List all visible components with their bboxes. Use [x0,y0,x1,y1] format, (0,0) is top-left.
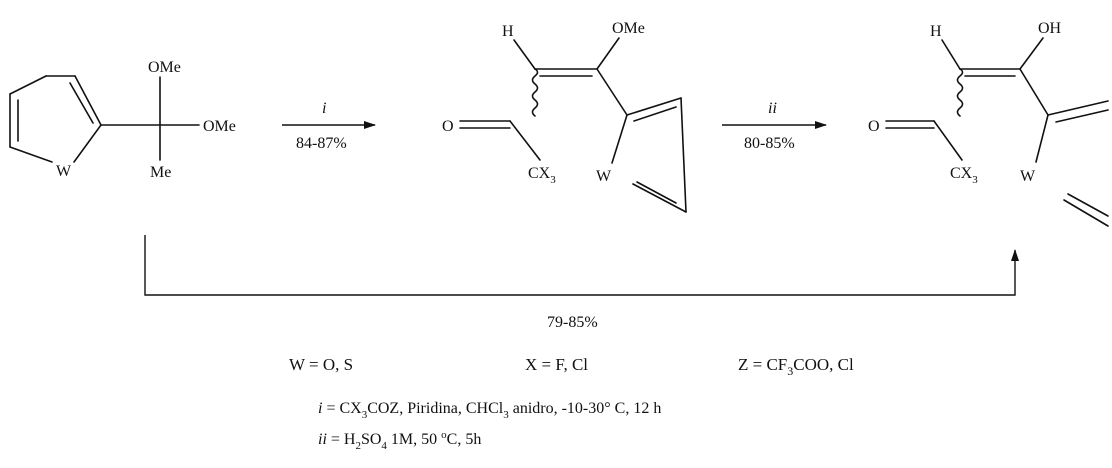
reactant-me-label: Me [150,164,171,181]
intermediate-h-label: H [502,23,514,40]
product-structure: H OH O CX3 W [868,20,1109,227]
intermediate-c-ome-bond [596,37,620,70]
condition-ii: ii = H2SO4 1M, 50 oC, 5h [318,429,481,452]
intermediate-cx3-label: CX3 [528,165,556,186]
reaction-arrow-step2: ii 80-85% [722,100,827,152]
product-c-ring-bond [1019,68,1049,116]
arrow-step1-yield: 84-87% [296,135,347,152]
product-h-bond [941,39,961,70]
reactant-ome-top-label: OMe [148,59,181,76]
intermediate-c-cx3-bond [509,120,541,161]
arrow-step2-yield: 80-85% [744,135,795,152]
reaction-arrow-step1: i 84-87% [282,100,376,152]
intermediate-wavy-bond [531,68,539,117]
intermediate-ome-label: OMe [612,20,645,37]
arrow-step2-label: ii [768,100,777,117]
direct-route-arrow: 79-85% [144,235,1019,331]
reactant-structure: W OMe OMe Me [9,59,236,181]
direct-route-yield: 79-85% [547,314,598,331]
arrow-step1-label: i [322,100,326,117]
reactant-ring-bonds [9,75,102,163]
condition-i: i = CX3COZ, Piridina, CHCl3 anidro, -10-… [318,400,661,421]
substituent-definitions: W = O, S X = F, Cl Z = CF3COO, Cl [289,355,854,378]
intermediate-structure: H OMe O CX3 W [442,20,687,213]
intermediate-h-bond [513,39,536,70]
product-ring-heteroatom: W [1020,168,1036,185]
intermediate-c-ring-bond [596,68,628,116]
direct-route-line [144,235,1019,296]
reaction-conditions: i = CX3COZ, Piridina, CHCl3 anidro, -10-… [318,400,661,452]
product-ring-bonds [1035,100,1109,227]
definition-w: W = O, S [289,355,353,374]
product-c-oh-bond [1019,37,1044,70]
definition-x: X = F, Cl [525,355,588,374]
reactant-ring-heteroatom: W [56,163,72,180]
product-o-label: O [868,118,880,135]
product-c-cx3-bond [933,120,963,161]
intermediate-ring-bonds [611,97,687,213]
intermediate-ring-heteroatom: W [596,168,612,185]
intermediate-o-label: O [442,118,454,135]
reactant-ome-right-label: OMe [203,118,236,135]
product-h-label: H [930,23,942,40]
definition-z: Z = CF3COO, Cl [738,355,854,378]
product-wavy-bond [956,68,964,117]
product-cx3-label: CX3 [950,165,978,186]
product-oh-label: OH [1038,20,1062,37]
